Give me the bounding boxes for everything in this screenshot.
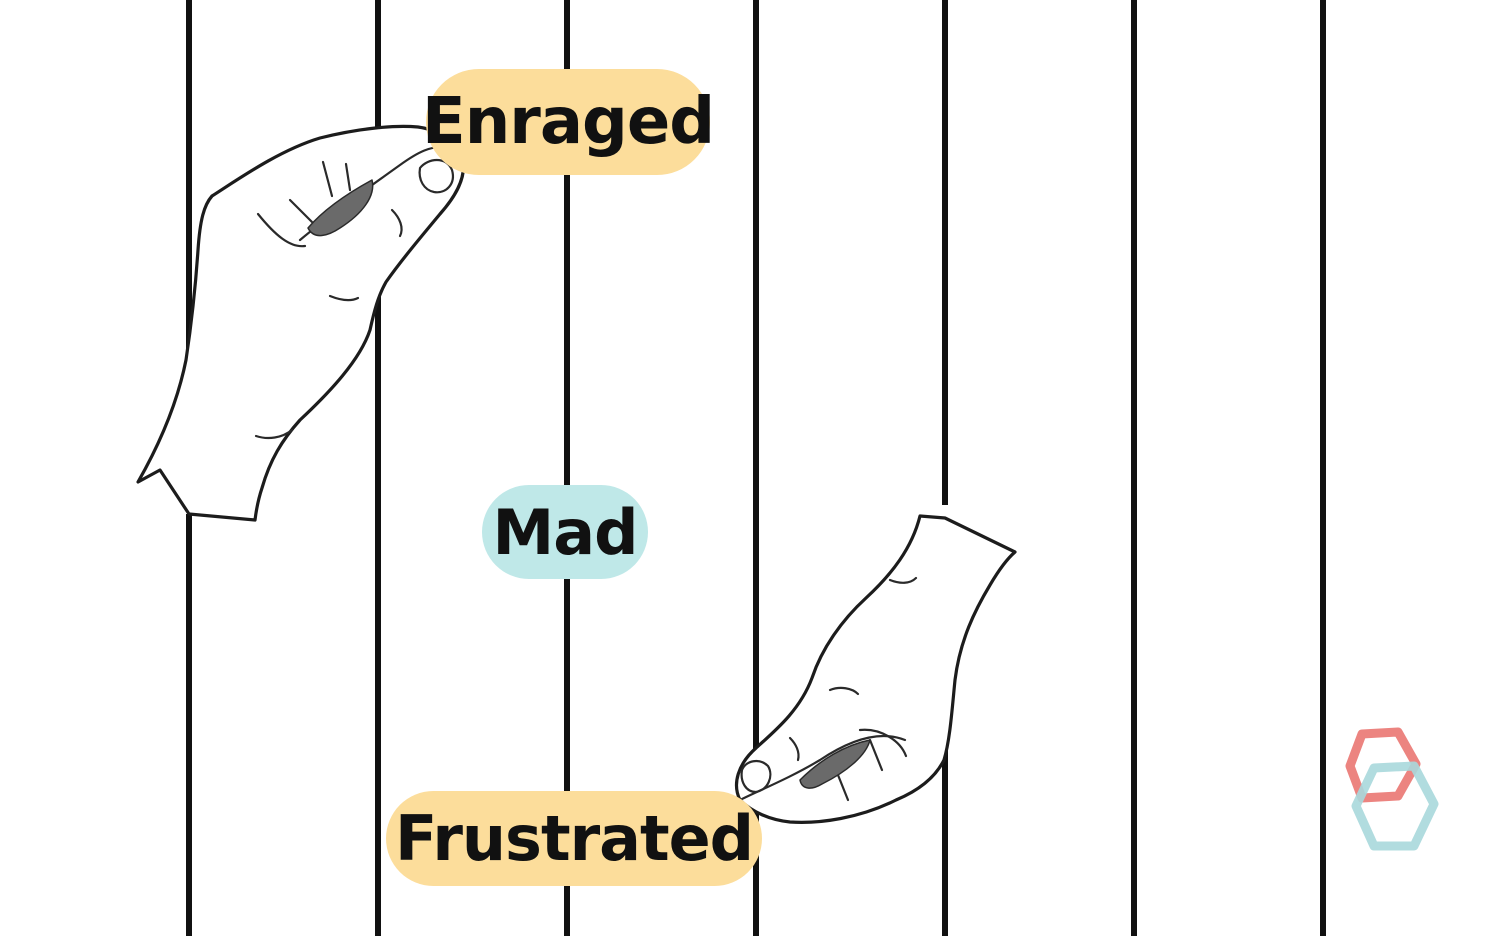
hand-pinching-icon <box>734 514 1017 824</box>
logo-hexagon-red <box>1345 727 1421 803</box>
label-enraged: Enraged <box>422 69 715 175</box>
label-frustrated: Frustrated <box>386 791 762 886</box>
logo-hexagon-teal <box>1351 761 1439 851</box>
label-mad: Mad <box>482 485 648 579</box>
hand-pinching-icon <box>136 124 466 522</box>
logo-hexagons-icon <box>1345 727 1439 851</box>
